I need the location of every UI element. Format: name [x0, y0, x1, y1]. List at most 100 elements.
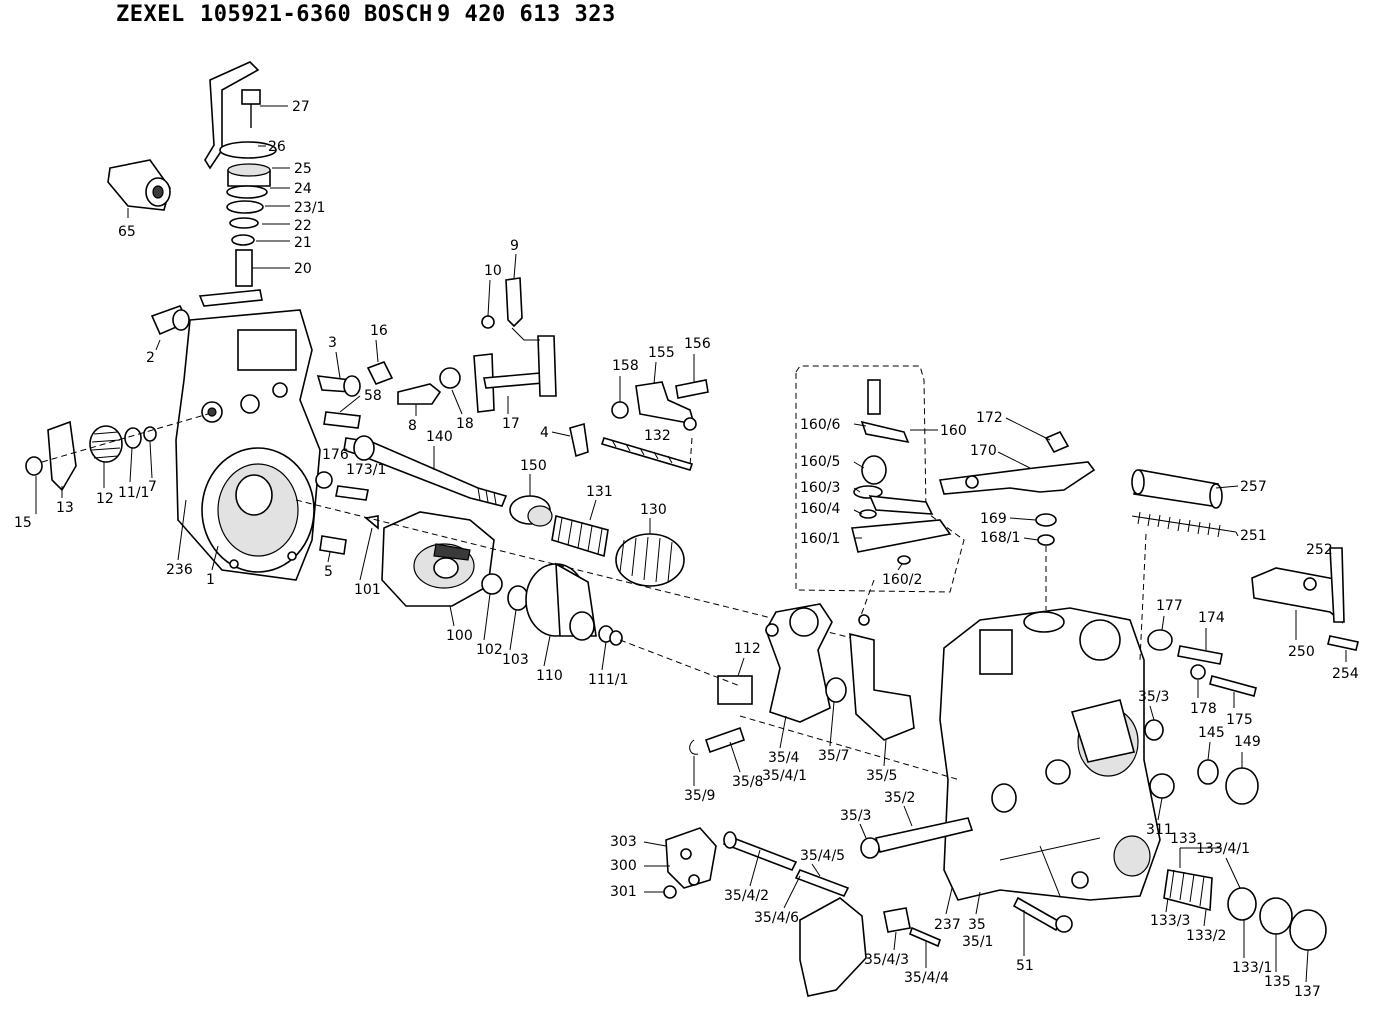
label-35-5: 35/5 — [866, 768, 897, 784]
label-35-9: 35/9 — [684, 788, 715, 804]
label-149: 149 — [1234, 734, 1261, 750]
label-20: 20 — [294, 261, 312, 277]
label-35-8: 35/8 — [732, 774, 763, 790]
label-133-2: 133/2 — [1186, 928, 1226, 944]
label-145: 145 — [1198, 725, 1225, 741]
rod-35-2 — [860, 817, 974, 859]
label-27: 27 — [292, 99, 310, 115]
label-169: 169 — [980, 511, 1007, 527]
bolt-51 — [1012, 896, 1073, 933]
cam-300 — [663, 827, 717, 899]
header-part-number-2: 9 420 613 323 — [437, 2, 616, 27]
label-158: 158 — [612, 358, 639, 374]
label-160-1: 160/1 — [800, 531, 840, 547]
label-10: 10 — [484, 263, 502, 279]
label-177: 177 — [1156, 598, 1183, 614]
label-257: 257 — [1240, 479, 1267, 495]
linkage-8-18-17-9 — [397, 277, 557, 413]
label-26: 26 — [268, 139, 286, 155]
label-168-1: 168/1 — [980, 530, 1020, 546]
label-170: 170 — [970, 443, 997, 459]
label-leaders — [35, 253, 1347, 983]
cap-149 — [1225, 767, 1259, 805]
lever-35-4 — [717, 603, 833, 723]
label-173-1: 173/1 — [346, 462, 386, 478]
label-133-3: 133/3 — [1150, 913, 1190, 929]
label-3: 3 — [328, 335, 337, 351]
ring-102 — [481, 573, 503, 595]
spring-35-7 — [825, 677, 847, 703]
label-35-2: 35/2 — [884, 790, 915, 806]
label-160-5: 160/5 — [800, 454, 840, 470]
washer-169 — [1035, 513, 1057, 527]
label-156: 156 — [684, 336, 711, 352]
label-150: 150 — [520, 458, 547, 474]
label-131: 131 — [586, 484, 613, 500]
label-51: 51 — [1016, 958, 1034, 974]
label-25: 25 — [294, 161, 312, 177]
label-35-3-right: 35/3 — [1138, 689, 1169, 705]
part-labels: 27 26 25 24 23/1 22 21 20 65 9 10 2 3 16… — [14, 99, 1359, 1000]
tube-257 — [1131, 469, 1223, 509]
screw-2 — [150, 305, 190, 336]
washer-35-3-right — [1144, 719, 1164, 741]
label-35-4-4: 35/4/4 — [904, 970, 949, 986]
screws-35-4 — [722, 831, 941, 997]
washer-168-1 — [1037, 534, 1055, 546]
label-15: 15 — [14, 515, 32, 531]
label-140: 140 — [426, 429, 453, 445]
leaders-top-stack — [127, 105, 290, 269]
label-16: 16 — [370, 323, 388, 339]
label-21: 21 — [294, 235, 312, 251]
label-13: 13 — [56, 500, 74, 516]
bushing-150 — [509, 495, 553, 527]
bolts-left — [315, 360, 394, 555]
label-1: 1 — [206, 572, 215, 588]
label-5: 5 — [324, 564, 333, 580]
label-237: 237 — [934, 917, 961, 933]
label-2: 2 — [146, 350, 155, 366]
sleeve-65 — [107, 159, 171, 211]
label-160: 160 — [940, 423, 967, 439]
label-254: 254 — [1332, 666, 1359, 682]
label-137: 137 — [1294, 984, 1321, 1000]
label-160-6: 160/6 — [800, 417, 840, 433]
lever-35-5 — [849, 614, 915, 741]
label-4: 4 — [540, 425, 549, 441]
flyweight-holder-100 — [381, 511, 495, 607]
label-252: 252 — [1306, 542, 1333, 558]
label-35-4-3: 35/4/3 — [864, 952, 909, 968]
pin-35-8 — [689, 726, 746, 755]
label-111-1: 111/1 — [588, 672, 628, 688]
label-160-2: 160/2 — [882, 572, 922, 588]
label-130: 130 — [640, 502, 667, 518]
header-maker-2: BOSCH — [364, 2, 433, 27]
shaft-140 — [343, 435, 508, 507]
label-155: 155 — [648, 345, 675, 361]
label-24: 24 — [294, 181, 312, 197]
bracket-250 — [1251, 547, 1359, 651]
adjuster-133-group — [1163, 869, 1327, 951]
label-311: 311 — [1146, 822, 1173, 838]
label-35-4: 35/4 — [768, 750, 800, 766]
label-35-3: 35/3 — [840, 808, 871, 824]
label-35-4-1: 35/4/1 — [762, 768, 807, 784]
parts-177-175 — [1147, 629, 1257, 697]
nut-145 — [1197, 759, 1219, 785]
label-58: 58 — [364, 388, 382, 404]
label-175: 175 — [1226, 712, 1253, 728]
spring-131 — [551, 514, 609, 558]
lever-170 — [938, 430, 1096, 495]
label-101: 101 — [354, 582, 381, 598]
governor-housing-35 — [939, 607, 1161, 901]
label-100: 100 — [446, 628, 473, 644]
spring-130 — [615, 533, 685, 587]
label-135: 135 — [1264, 974, 1291, 990]
label-174: 174 — [1198, 610, 1225, 626]
label-236: 236 — [166, 562, 193, 578]
label-251: 251 — [1240, 528, 1267, 544]
lever-assembly-27-20 — [198, 61, 277, 307]
bracket-155-group — [569, 379, 709, 471]
label-35-4-6: 35/4/6 — [754, 910, 799, 926]
